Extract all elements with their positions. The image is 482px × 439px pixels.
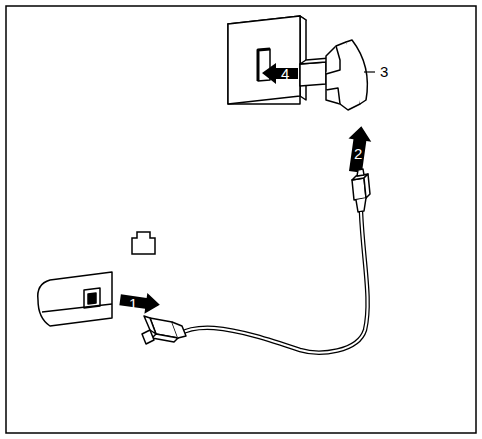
cable-plug <box>142 316 186 344</box>
wall-socket <box>228 16 306 104</box>
callout-number: 3 <box>379 64 389 80</box>
telephone-port-symbol <box>132 232 155 254</box>
leader-line <box>364 71 375 72</box>
callout-number: 2 <box>354 146 362 162</box>
frame <box>6 6 476 433</box>
telephone-cable <box>180 212 368 353</box>
direction-arrow <box>344 125 373 174</box>
telephone-cable <box>180 212 368 353</box>
direction-arrow <box>262 63 298 84</box>
notebook-port <box>38 272 112 326</box>
callout-number: 1 <box>129 296 137 312</box>
cable-plug <box>352 169 370 212</box>
direction-arrow <box>119 289 162 315</box>
callout-number: 4 <box>281 66 289 82</box>
telephone-adapter <box>300 40 367 110</box>
